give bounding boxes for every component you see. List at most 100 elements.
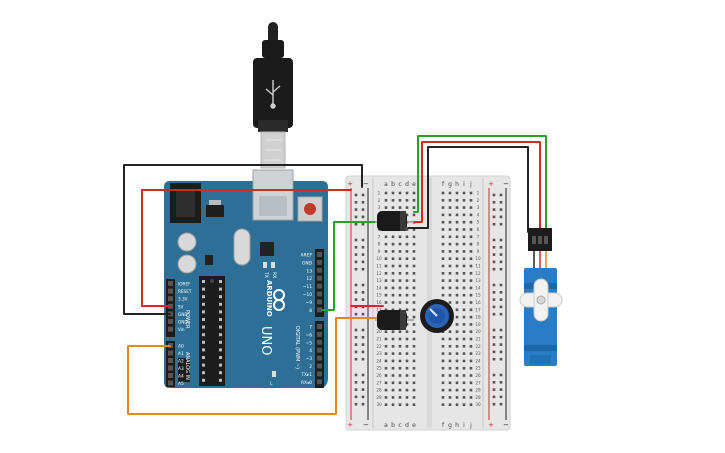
breadboard-hole[interactable] (398, 272, 402, 275)
rail-hole[interactable] (354, 350, 358, 354)
analog-pin[interactable] (168, 350, 173, 356)
analog-pin[interactable] (168, 358, 173, 363)
breadboard-hole[interactable] (455, 301, 459, 304)
breadboard-hole[interactable] (398, 242, 402, 246)
breadboard-hole[interactable] (455, 286, 459, 290)
breadboard-hole[interactable] (412, 381, 416, 385)
breadboard-hole[interactable] (412, 366, 416, 370)
breadboard-hole[interactable] (441, 374, 445, 377)
breadboard-hole[interactable] (441, 359, 445, 363)
breadboard-hole[interactable] (391, 264, 395, 268)
rail-hole[interactable] (361, 402, 365, 406)
breadboard-hole[interactable] (384, 359, 388, 363)
breadboard-hole[interactable] (384, 337, 388, 341)
breadboard-hole[interactable] (462, 293, 466, 297)
breadboard-hole[interactable] (398, 301, 402, 304)
breadboard-hole[interactable] (398, 286, 402, 290)
breadboard-hole[interactable] (391, 396, 395, 399)
rail-hole[interactable] (492, 291, 496, 294)
breadboard-hole[interactable] (455, 191, 459, 195)
breadboard-hole[interactable] (405, 366, 409, 370)
rail-hole[interactable] (361, 238, 365, 242)
breadboard-hole[interactable] (441, 381, 445, 385)
wire-red-5v[interactable] (141, 189, 352, 307)
breadboard-hole[interactable] (391, 235, 395, 239)
breadboard-hole[interactable] (384, 199, 388, 202)
rail-hole[interactable] (492, 201, 496, 204)
rail-hole[interactable] (499, 343, 503, 346)
breadboard-hole[interactable] (384, 352, 388, 355)
breadboard-hole[interactable] (462, 396, 466, 399)
breadboard-hole[interactable] (405, 293, 409, 297)
digital-pin[interactable] (317, 331, 322, 337)
breadboard-hole[interactable] (405, 228, 409, 231)
breadboard-hole[interactable] (469, 235, 473, 239)
rail-hole[interactable] (361, 336, 365, 339)
breadboard-hole[interactable] (448, 199, 452, 202)
breadboard-hole[interactable] (405, 388, 409, 392)
rail-hole[interactable] (354, 328, 358, 332)
rail-hole[interactable] (361, 222, 365, 226)
breadboard-hole[interactable] (405, 301, 409, 304)
breadboard-hole[interactable] (405, 213, 409, 217)
breadboard-hole[interactable] (391, 293, 395, 297)
breadboard-hole[interactable] (455, 388, 459, 392)
breadboard-hole[interactable] (462, 345, 466, 348)
breadboard-hole[interactable] (455, 323, 459, 326)
reset-button[interactable] (297, 196, 323, 222)
breadboard-hole[interactable] (412, 250, 416, 253)
breadboard-hole[interactable] (448, 250, 452, 253)
rail-hole[interactable] (354, 388, 358, 391)
breadboard-hole[interactable] (455, 206, 459, 209)
breadboard-hole[interactable] (441, 279, 445, 282)
breadboard-hole[interactable] (462, 323, 466, 326)
breadboard-hole[interactable] (405, 279, 409, 282)
breadboard-hole[interactable] (455, 199, 459, 202)
rail-hole[interactable] (354, 373, 358, 377)
breadboard-hole[interactable] (455, 330, 459, 333)
rail-hole[interactable] (499, 193, 503, 197)
breadboard-hole[interactable] (384, 286, 388, 290)
breadboard-hole[interactable] (455, 403, 459, 406)
rail-hole[interactable] (499, 402, 503, 406)
breadboard-hole[interactable] (391, 308, 395, 312)
digital-pin[interactable] (317, 363, 322, 369)
breadboard-hole[interactable] (441, 272, 445, 275)
breadboard-hole[interactable] (462, 381, 466, 385)
breadboard-hole[interactable] (391, 337, 395, 341)
rail-hole[interactable] (499, 222, 503, 226)
rail-hole[interactable] (499, 388, 503, 391)
rail-hole[interactable] (354, 291, 358, 294)
breadboard-hole[interactable] (412, 213, 416, 217)
breadboard-hole[interactable] (405, 330, 409, 333)
breadboard-hole[interactable] (469, 301, 473, 304)
breadboard-hole[interactable] (391, 250, 395, 253)
rail-hole[interactable] (361, 291, 365, 294)
breadboard-hole[interactable] (462, 213, 466, 217)
rail-hole[interactable] (492, 260, 496, 264)
rail-hole[interactable] (361, 201, 365, 204)
electrolytic-capacitor-2[interactable] (375, 310, 414, 330)
breadboard-hole[interactable] (384, 242, 388, 246)
breadboard-hole[interactable] (469, 315, 473, 319)
breadboard-hole[interactable] (412, 388, 416, 392)
breadboard-hole[interactable] (384, 250, 388, 253)
breadboard-hole[interactable] (405, 374, 409, 377)
breadboard-hole[interactable] (448, 286, 452, 290)
breadboard-hole[interactable] (441, 257, 445, 260)
breadboard-hole[interactable] (398, 345, 402, 348)
rail-hole[interactable] (361, 253, 365, 256)
breadboard-hole[interactable] (469, 250, 473, 253)
rail-hole[interactable] (492, 208, 496, 211)
digital-pin[interactable] (317, 324, 322, 329)
breadboard-hole[interactable] (391, 206, 395, 209)
breadboard-hole[interactable] (448, 264, 452, 268)
breadboard-hole[interactable] (441, 286, 445, 290)
rail-hole[interactable] (492, 357, 496, 361)
breadboard-hole[interactable] (469, 381, 473, 385)
rail-hole[interactable] (499, 395, 503, 399)
breadboard-hole[interactable] (462, 272, 466, 275)
rail-hole[interactable] (492, 312, 496, 316)
breadboard-hole[interactable] (462, 264, 466, 268)
rail-hole[interactable] (499, 283, 503, 287)
